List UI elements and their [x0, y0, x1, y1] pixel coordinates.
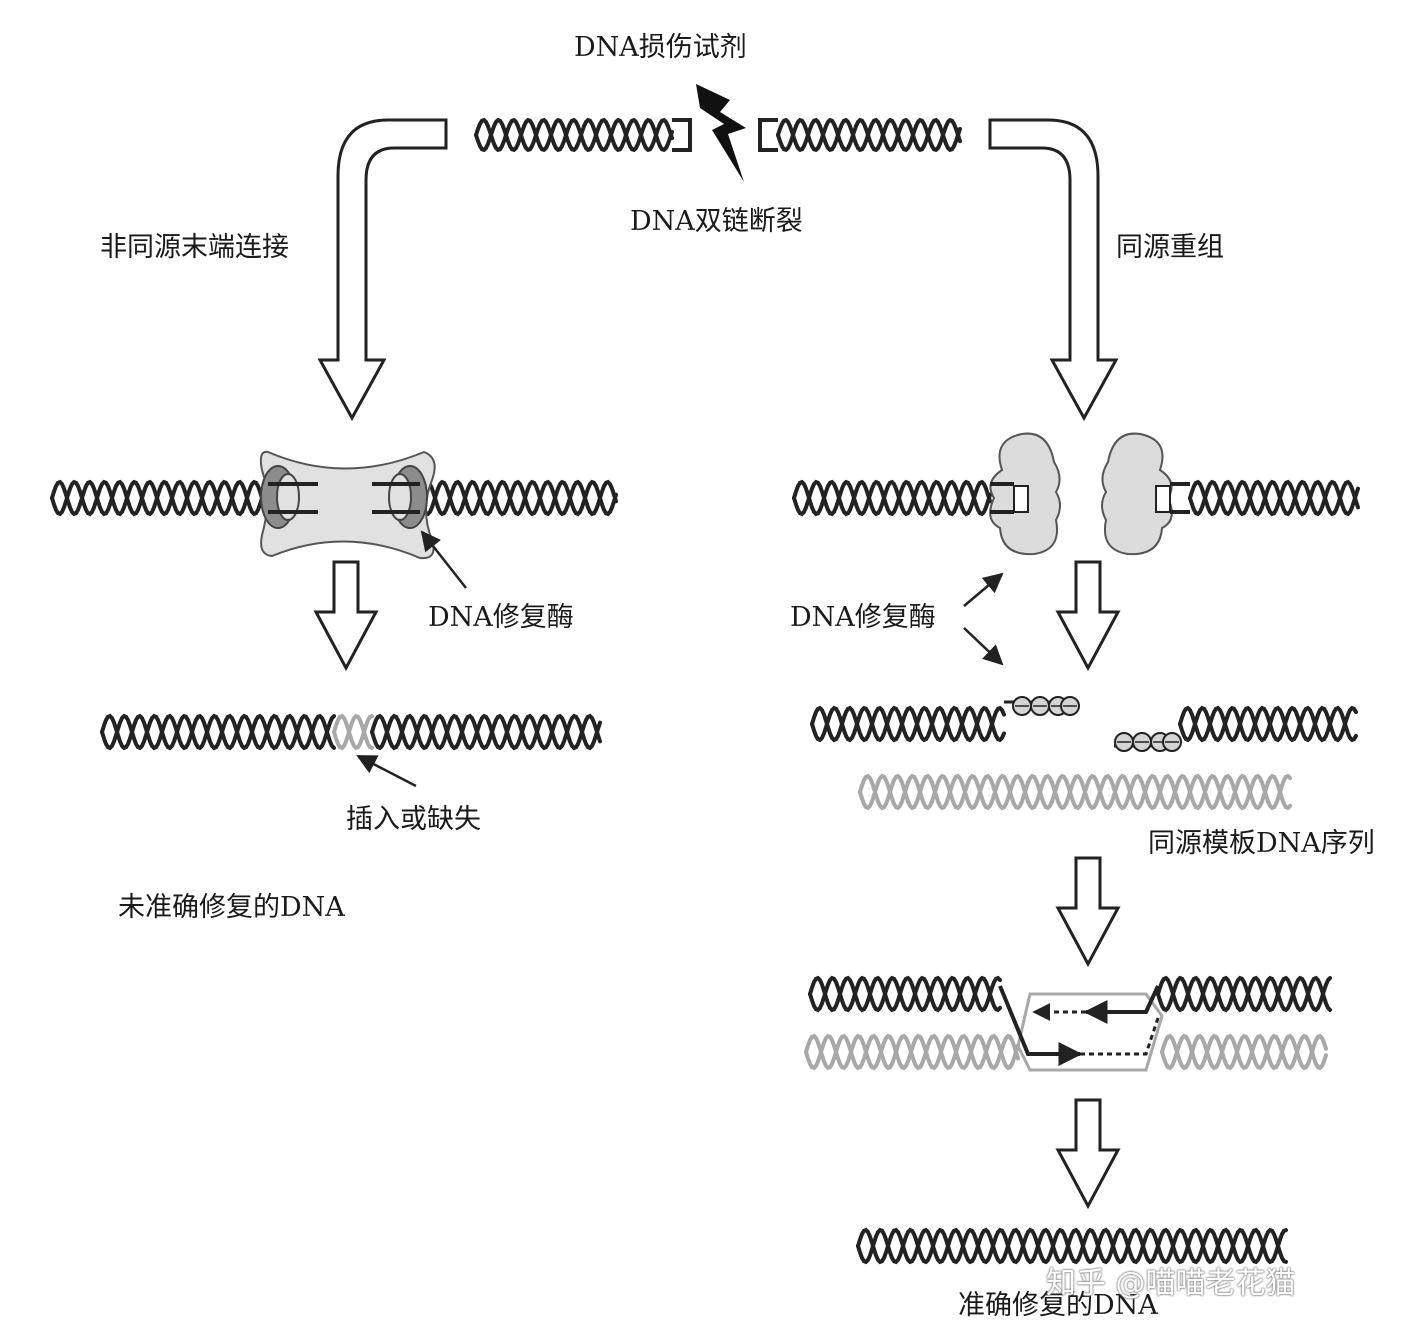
- label-repair-enzyme-right: DNA修复酶: [790, 602, 936, 633]
- hr-repair-enzyme-left: [989, 432, 1061, 556]
- dna-helices: [50, 117, 1360, 1265]
- dna-nhej-left: [50, 479, 270, 517]
- break-ends: [672, 118, 778, 152]
- pointer-enzyme-right-down: [963, 627, 1004, 666]
- label-indel: 插入或缺失: [346, 804, 481, 835]
- dna-resected-left: [810, 705, 1006, 743]
- label-dsb: DNA双链断裂: [630, 206, 803, 237]
- ssdna-overhang-right: [1114, 732, 1182, 752]
- dna-invasion-bottom-left: [804, 1033, 1020, 1071]
- pointer-enzyme-right-up: [963, 572, 1004, 607]
- dna-indel-segment: [332, 713, 374, 751]
- dna-repaired-right: [370, 713, 602, 751]
- dna-hr-right: [1188, 479, 1360, 517]
- dna-top-left: [474, 117, 674, 153]
- dna-invasion-bottom-right: [1160, 1033, 1328, 1071]
- ssdna-overhang-left: [1004, 696, 1080, 716]
- dna-resected-right: [1178, 705, 1358, 743]
- label-template: 同源模板DNA序列: [1148, 828, 1375, 859]
- arrow-hr-to-resection: [1055, 560, 1121, 672]
- pointer-indel: [356, 754, 417, 788]
- label-accurate: 准确修复的DNA: [958, 1290, 1158, 1321]
- step-arrows: [313, 560, 1121, 1210]
- dna-hr-left: [792, 479, 992, 517]
- label-damage-agent: DNA损伤试剂: [574, 32, 747, 63]
- dna-repaired-left: [100, 713, 336, 751]
- arrow-template-to-invasion: [1055, 856, 1121, 968]
- label-hr: 同源重组: [1116, 232, 1224, 263]
- pointer-enzyme-left: [420, 530, 467, 589]
- hr-path-arrow: [988, 118, 1119, 422]
- hr-dna-ends: [990, 482, 1190, 514]
- label-repair-enzyme-left: DNA修复酶: [428, 602, 574, 633]
- label-nhej: 非同源末端连接: [100, 232, 289, 263]
- hr-repair-enzyme-right: [1101, 432, 1173, 556]
- watermark: 知乎 @喵喵老花猫: [1046, 1266, 1296, 1301]
- label-inaccurate: 未准确修复的DNA: [118, 892, 345, 923]
- dna-nhej-right: [418, 479, 618, 517]
- dna-invasion-top-right: [1156, 975, 1332, 1013]
- dna-template: [858, 773, 1292, 811]
- arrow-invasion-to-accurate: [1055, 1098, 1121, 1210]
- nhej-dna-ends: [268, 482, 420, 514]
- dna-invasion-top-left: [808, 975, 1002, 1013]
- arrow-nhej-to-repaired: [313, 560, 379, 672]
- dna-accurate: [856, 1227, 1288, 1265]
- dna-top-right: [776, 117, 962, 153]
- lightning-bolt-icon: [696, 84, 746, 182]
- strand-invasion: [998, 985, 1164, 1072]
- nhej-path-arrow: [317, 118, 448, 422]
